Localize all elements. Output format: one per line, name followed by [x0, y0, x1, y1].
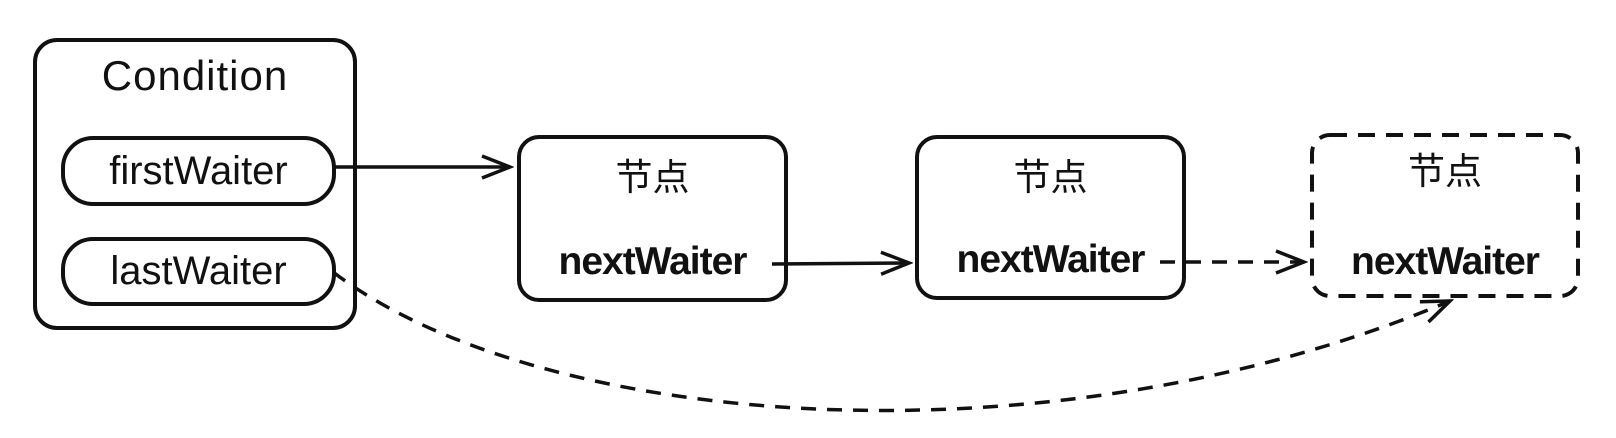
node-box-1: 节点 nextWaiter [517, 135, 788, 302]
last-waiter-curve-arrow [331, 270, 1450, 413]
node-1-title: 节点 [615, 157, 690, 198]
node-1-next-waiter-field: nextWaiter [558, 240, 748, 283]
first-waiter-field: firstWaiter [61, 136, 336, 206]
node-3-next-waiter-field: nextWaiter [1351, 240, 1540, 283]
node-box-2: 节点 nextWaiter [915, 135, 1186, 300]
node-3-title: 节点 [1408, 151, 1482, 192]
node-2-title: 节点 [1013, 157, 1088, 198]
node-2-next-waiter-field: nextWaiter [956, 238, 1146, 281]
condition-box: Condition firstWaiter lastWaiter [33, 38, 357, 330]
next-waiter-arrow-1 [771, 263, 909, 264]
last-waiter-field: lastWaiter [61, 237, 336, 306]
node-box-3-dashed: 节点 nextWaiter [1312, 133, 1578, 298]
condition-title: Condition [101, 52, 289, 99]
